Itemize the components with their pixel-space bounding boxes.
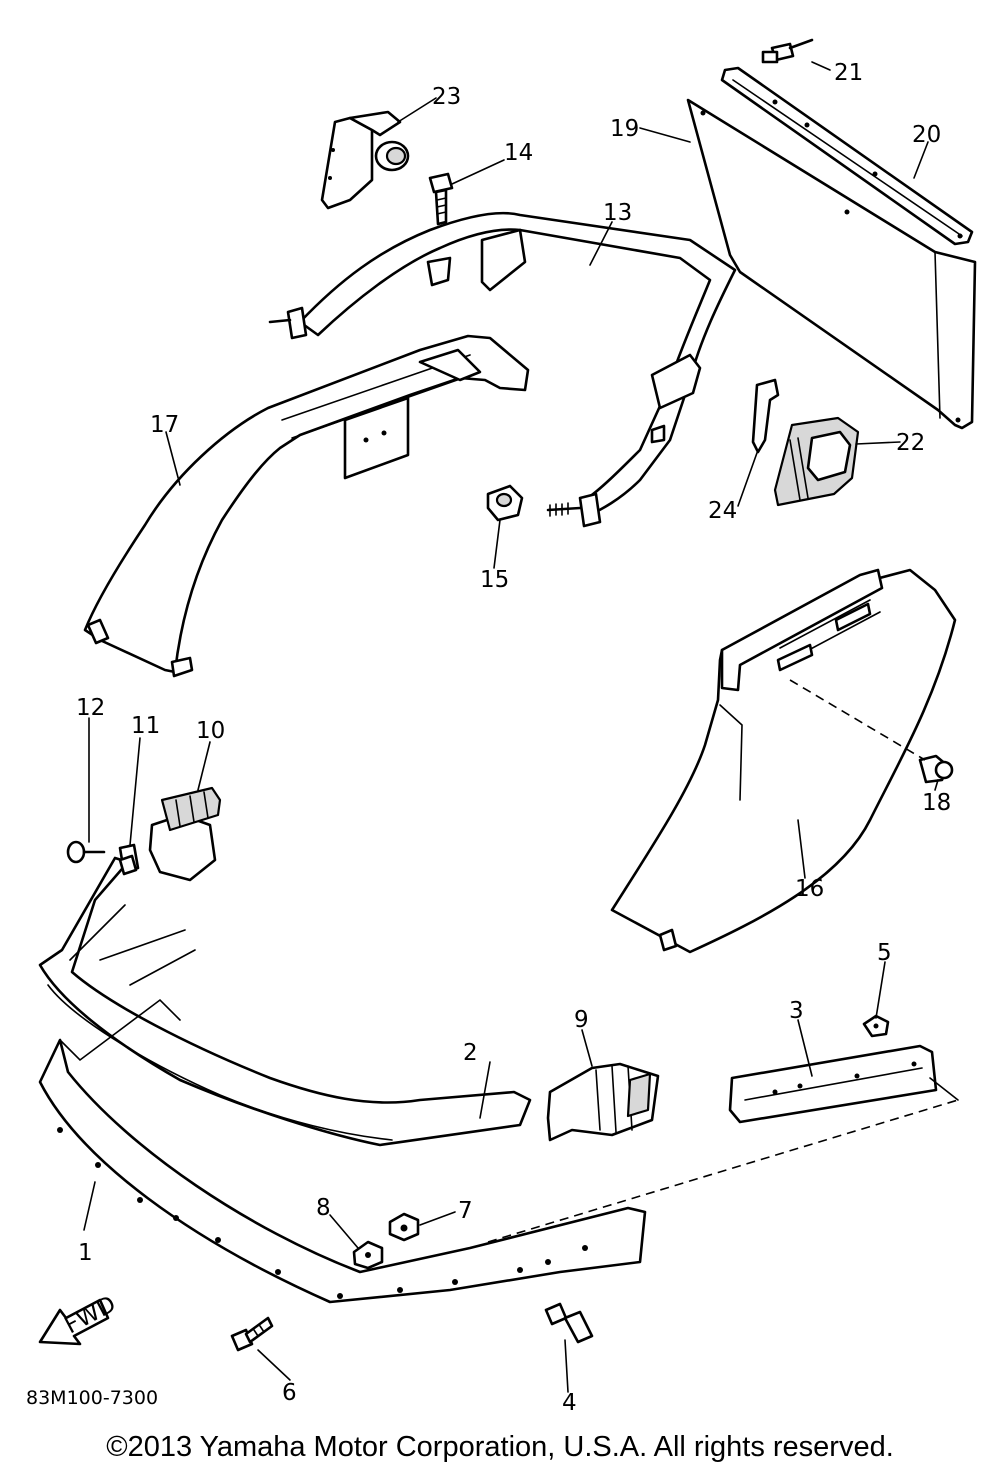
part-9-damper [546, 1062, 660, 1142]
callout-17: 17 [150, 412, 179, 438]
callout-9: 9 [574, 1007, 589, 1033]
callout-23: 23 [432, 84, 461, 110]
drawing-code: 83M100-7300 [26, 1387, 158, 1409]
part-17-side-cover-left [83, 334, 530, 678]
callout-10: 10 [196, 718, 225, 744]
part-2-rail [38, 854, 532, 1147]
callout-21: 21 [834, 60, 863, 86]
callout-11: 11 [131, 713, 160, 739]
callout-18: 18 [922, 790, 951, 816]
part-24-clip [751, 378, 780, 454]
part-4-rivet [544, 1302, 594, 1344]
part-12-screw [66, 840, 106, 864]
part-19-mud-flap [686, 98, 977, 430]
part-20-strip [720, 66, 974, 246]
callout-16: 16 [795, 876, 824, 902]
callout-4: 4 [562, 1390, 577, 1416]
callout-14: 14 [504, 140, 533, 166]
callout-8: 8 [316, 1195, 331, 1221]
part-3-trim [728, 1044, 938, 1124]
part-23-bracket [320, 110, 410, 210]
callout-12: 12 [76, 695, 105, 721]
part-15-nut [486, 484, 524, 522]
callout-20: 20 [912, 122, 941, 148]
callout-3: 3 [789, 998, 804, 1024]
callout-2: 2 [463, 1040, 478, 1066]
part-13-frame [268, 211, 737, 528]
callout-22: 22 [896, 430, 925, 456]
part-5-nut [862, 1014, 890, 1038]
part-6-bolt [230, 1316, 274, 1352]
part-1-bumper [38, 998, 647, 1304]
fwd-arrow-icon: FWD [38, 1291, 121, 1346]
leader-lines [83, 61, 939, 1393]
callout-1: 1 [78, 1240, 93, 1266]
part-22-reflector [773, 416, 860, 507]
callout-5: 5 [877, 940, 892, 966]
callout-13: 13 [603, 200, 632, 226]
callout-7: 7 [458, 1198, 473, 1224]
callout-6: 6 [282, 1380, 297, 1406]
fwd-label: FWD [61, 1291, 121, 1339]
callout-15: 15 [480, 567, 509, 593]
callout-labels: 1 2 3 4 5 6 7 8 9 10 11 12 13 14 15 16 1… [76, 60, 951, 1416]
part-16-side-cover-right [610, 568, 957, 954]
part-21-rivet [761, 38, 814, 64]
callout-24: 24 [708, 498, 737, 524]
part-10-holder [148, 786, 222, 882]
part-14-bolt [428, 172, 454, 226]
part-18-grommet [918, 754, 954, 784]
copyright-notice: ©2013 Yamaha Motor Corporation, U.S.A. A… [106, 1431, 894, 1463]
callout-19: 19 [610, 116, 639, 142]
part-7-nut [388, 1212, 420, 1242]
part-8-nut [352, 1240, 384, 1270]
